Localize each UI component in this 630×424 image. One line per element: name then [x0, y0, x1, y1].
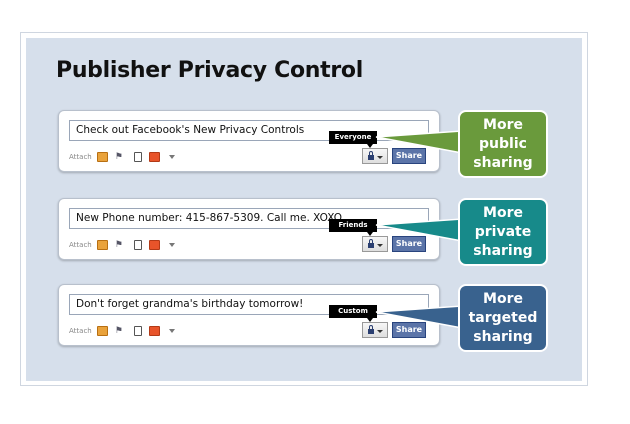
photo-icon[interactable] [96, 240, 108, 250]
callout-arrow-2 [375, 218, 463, 242]
note-icon[interactable] [148, 326, 160, 336]
share-button-3[interactable]: Share [392, 322, 426, 338]
publisher-box-1: Check out Facebook's New Privacy Control… [58, 110, 440, 172]
video-icon[interactable]: ⚑ [114, 240, 123, 250]
photo-icon[interactable] [96, 152, 108, 162]
privacy-tooltip-2: Friends [329, 219, 377, 236]
chevron-down-icon[interactable] [168, 155, 175, 159]
privacy-lock-button-2[interactable] [362, 236, 388, 252]
callout-line: public [479, 135, 527, 152]
chevron-down-icon[interactable] [168, 329, 175, 333]
callout-arrow-1 [375, 130, 463, 154]
video-icon[interactable]: ⚑ [114, 152, 123, 162]
callout-targeted-sharing: More targeted sharing [458, 284, 548, 352]
privacy-tooltip-3: Custom [329, 305, 377, 322]
page-title: Publisher Privacy Control [56, 58, 363, 83]
callout-public-sharing: More public sharing [458, 110, 548, 178]
chevron-down-icon[interactable] [168, 243, 175, 247]
publisher-box-2: New Phone number: 415-867-5309. Call me.… [58, 198, 440, 260]
attach-label: Attach [69, 327, 92, 335]
attach-row-2: Attach ⚑ [69, 238, 182, 252]
attach-row-1: Attach ⚑ [69, 150, 182, 164]
callout-line: More [483, 204, 523, 221]
note-icon[interactable] [148, 152, 160, 162]
note-icon[interactable] [148, 240, 160, 250]
event-icon[interactable] [133, 152, 142, 162]
chevron-down-icon [376, 243, 383, 247]
video-icon[interactable]: ⚑ [114, 326, 123, 336]
attach-row-3: Attach ⚑ [69, 324, 182, 338]
attach-label: Attach [69, 241, 92, 249]
callout-line: sharing [473, 242, 533, 259]
callout-arrow-3 [375, 305, 463, 329]
callout-line: sharing [473, 328, 533, 345]
chevron-down-icon [376, 155, 383, 159]
chevron-down-icon [376, 329, 383, 333]
privacy-lock-button-1[interactable] [362, 148, 388, 164]
share-button-2[interactable]: Share [392, 236, 426, 252]
privacy-tooltip-1: Everyone [329, 131, 377, 148]
share-button-1[interactable]: Share [392, 148, 426, 164]
callout-line: More [483, 116, 523, 133]
lock-icon [367, 238, 374, 248]
lock-icon [367, 324, 374, 334]
lock-icon [367, 150, 374, 160]
publisher-box-3: Don't forget grandma's birthday tomorrow… [58, 284, 440, 346]
callout-line: targeted [468, 309, 538, 326]
attach-label: Attach [69, 153, 92, 161]
photo-icon[interactable] [96, 326, 108, 336]
callout-line: sharing [473, 154, 533, 171]
event-icon[interactable] [133, 326, 142, 336]
privacy-lock-button-3[interactable] [362, 322, 388, 338]
callout-line: private [474, 223, 532, 240]
callout-private-sharing: More private sharing [458, 198, 548, 266]
callout-line: More [483, 290, 523, 307]
event-icon[interactable] [133, 240, 142, 250]
